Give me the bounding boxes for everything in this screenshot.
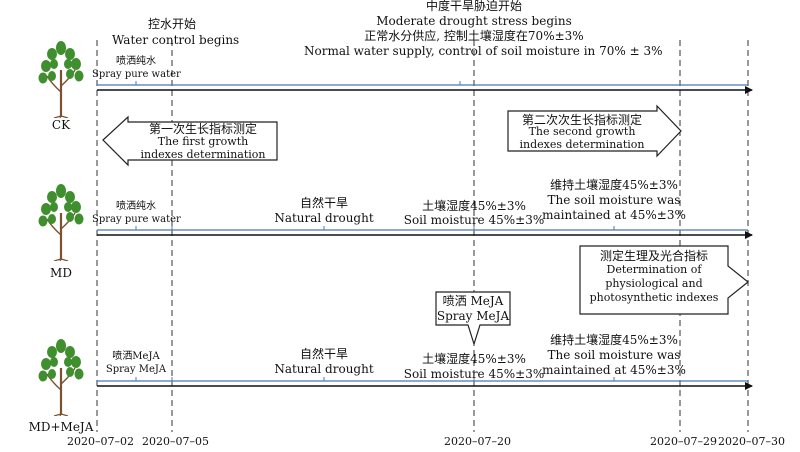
physio-determination-en1: Determination of — [606, 263, 702, 276]
md-natural-zh: 自然干旱 — [299, 196, 348, 210]
moderate-drought-en: Moderate drought stress begins — [376, 14, 572, 28]
first-determination-arrow-box — [102, 115, 278, 167]
ck-plant-icon — [38, 41, 84, 118]
meja-maintain-en1: The soil moisture was — [547, 348, 681, 362]
second-determination-en2: indexes determination — [519, 138, 645, 151]
ck-spray-zh: 喷洒纯水 — [116, 56, 156, 67]
first-determination-en2: indexes determination — [140, 148, 266, 161]
physio-determination-arrow-box — [579, 245, 749, 315]
first-determination-en1: The first growth — [157, 135, 249, 148]
physio-determination-zh: 测定生理及光合指标 — [599, 249, 708, 263]
physio-determination-en2: physiological and — [605, 277, 703, 290]
md-soil-en: Soil moisture 45%±3% — [403, 213, 545, 227]
md-maintain-zh: 维持土壤湿度45%±3% — [550, 178, 678, 192]
md-soil-zh: 土壤湿度45%±3% — [422, 199, 526, 213]
water-control-en: Water control begins — [112, 33, 240, 47]
mdmeja-plant-icon — [38, 339, 84, 416]
md-maintain-en1: The soil moisture was — [547, 193, 681, 207]
date-label-0720: 2020–07–20 — [444, 435, 511, 448]
date-label-0730: 2020–07–30 — [718, 435, 785, 448]
meja-natural-en: Natural drought — [274, 362, 374, 376]
group-label-mdmeja: MD+MeJA — [28, 420, 94, 434]
second-determination-en1: The second growth — [528, 125, 636, 138]
meja-maintain-zh: 维持土壤湿度45%±3% — [550, 333, 678, 347]
normal-supply-zh: 正常水分供应, 控制土壤湿度在70%±3% — [364, 29, 584, 43]
second-determination-zh: 第二次次生长指标测定 — [521, 113, 642, 127]
spray-meja-callout-en: Spray MeJA — [436, 309, 510, 323]
date-label-0705: 2020–07–05 — [142, 435, 209, 448]
group-label-ck: CK — [51, 118, 71, 132]
md-natural-en: Natural drought — [274, 211, 374, 225]
date-label-0702: 2020–07–02 — [67, 435, 134, 448]
spray-meja-callout-zh: 喷洒 MeJA — [442, 294, 504, 308]
normal-supply-en: Normal water supply, control of soil moi… — [304, 44, 663, 58]
physio-determination-en3: photosynthetic indexes — [589, 291, 719, 304]
second-determination-arrow-box — [507, 104, 682, 158]
ck-spray-en: Spray pure water — [92, 69, 181, 80]
meja-maintain-en2: maintained at 45%±3% — [542, 363, 686, 377]
md-maintain-en2: maintained at 45%±3% — [542, 208, 686, 222]
water-control-zh: 控水开始 — [147, 17, 196, 31]
meja-natural-zh: 自然干旱 — [299, 347, 348, 361]
first-determination-zh: 第一次生长指标测定 — [148, 122, 257, 136]
meja-soil-zh: 土壤湿度45%±3% — [422, 352, 526, 366]
group-label-md: MD — [50, 266, 72, 280]
meja-soil-en: Soil moisture 45%±3% — [403, 367, 545, 381]
meja-spray-en: Spray MeJA — [105, 364, 167, 375]
md-spray-zh: 喷洒纯水 — [116, 201, 156, 212]
date-label-0729: 2020–07–29 — [650, 435, 717, 448]
meja-spray-zh: 喷洒MeJA — [112, 351, 160, 362]
md-plant-icon — [38, 184, 84, 261]
spray-meja-callout — [435, 291, 511, 346]
md-spray-en: Spray pure water — [92, 214, 181, 225]
moderate-drought-zh: 中度干旱胁迫开始 — [425, 0, 522, 13]
